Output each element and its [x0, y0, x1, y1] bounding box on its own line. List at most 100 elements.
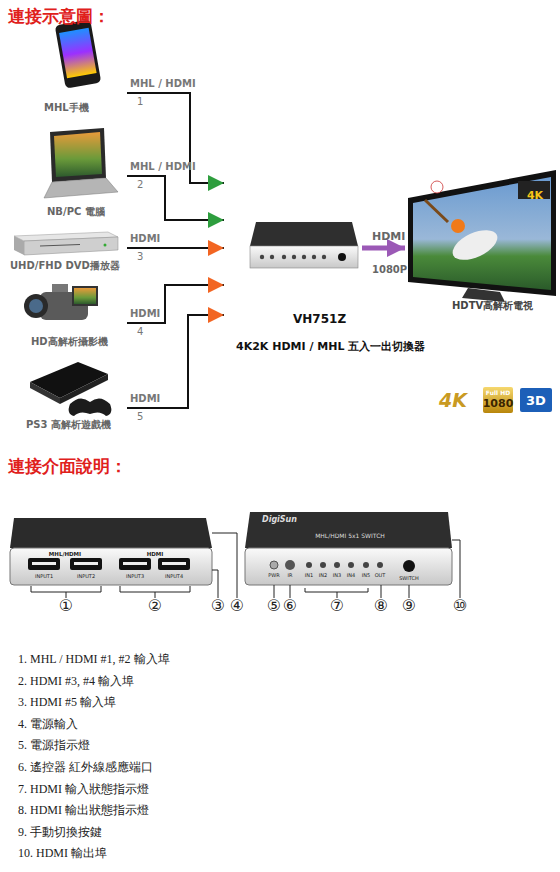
- list-item: 5. 電源指示燈: [18, 739, 90, 751]
- resolution-label: 1080P: [372, 265, 407, 275]
- switch-illustration: [322, 255, 326, 259]
- switch-front-view: [158, 558, 190, 570]
- model-text: MHL/HDMI 5x1 SWITCH: [315, 533, 385, 539]
- logo-badges: [520, 388, 552, 412]
- switch-front-view: [28, 558, 60, 570]
- callout-number: ②: [148, 598, 162, 614]
- switch-back-view: [285, 560, 295, 570]
- list-item: 10. HDMI 輸出埠: [18, 847, 107, 859]
- connector: [127, 285, 224, 323]
- switch-illustration: [302, 255, 306, 259]
- connector: [127, 247, 224, 249]
- switch-illustration: [338, 253, 346, 261]
- logo-text: 3D: [526, 394, 546, 407]
- callout-number: ⑦: [330, 598, 344, 614]
- laptop-illustration: [44, 178, 118, 198]
- switch-front-view: [10, 518, 212, 585]
- switch-back-view: [270, 561, 278, 569]
- indicator-label: IR: [288, 573, 293, 578]
- input-number: 1: [137, 97, 143, 107]
- node-label: 4K2K HDMI / MHL 五入一出切換器: [236, 341, 425, 352]
- tv-illustration: [425, 200, 448, 222]
- input-number: 2: [137, 180, 143, 190]
- leader-lines: [212, 570, 218, 598]
- list-item: 3. HDMI #5 輸入埠: [18, 696, 116, 708]
- display-device: HDTV高解析電視: [405, 166, 557, 314]
- connector-label: HDMI: [372, 231, 405, 242]
- switch-back-view: [348, 562, 354, 568]
- tv-illustration: [462, 288, 505, 302]
- game-console-illustration: [69, 398, 112, 416]
- input-number: 5: [137, 412, 143, 422]
- leader-lines: [31, 586, 101, 592]
- dvd-player-illustration: [40, 245, 80, 247]
- switch-back-view: [363, 562, 369, 568]
- leader-lines: [212, 533, 237, 598]
- switch-back-view: [306, 562, 312, 568]
- brand-text: DigiSun: [262, 516, 297, 524]
- indicator-label: IN1: [305, 573, 313, 578]
- logo-text: 1080: [483, 398, 514, 409]
- camcorder-illustration: [52, 284, 68, 292]
- callout-number: ⑨: [402, 598, 416, 614]
- switch-front-view: [74, 562, 98, 565]
- connector-label: MHL / HDMI: [130, 79, 196, 89]
- connector: [362, 246, 405, 251]
- callout-number: ④: [230, 598, 244, 614]
- source-device: PS3 高解析遊戲機: [20, 356, 127, 434]
- port-group-label: MHL/HDMI: [49, 552, 81, 558]
- indicator-label: IN3: [333, 573, 341, 578]
- connector-label: HDMI: [130, 309, 160, 319]
- list-item: 4. 電源輸入: [18, 718, 78, 730]
- leader-lines: [305, 588, 368, 592]
- switch-back-view: [245, 548, 452, 585]
- camcorder-illustration: [74, 288, 96, 304]
- switch-front-view: [123, 562, 147, 565]
- button-label: SWITCH: [399, 576, 419, 581]
- connector: [127, 315, 224, 408]
- leader-lines: [31, 533, 460, 598]
- connector-label: MHL / HDMI: [130, 162, 196, 172]
- leader-lines: [274, 585, 275, 598]
- switch-illustration: [250, 222, 358, 268]
- phone-illustration: [55, 19, 102, 88]
- switch-front-view: [10, 518, 212, 548]
- switch-illustration: [250, 246, 358, 268]
- switch-back-view: [320, 562, 326, 568]
- list-item: 1. MHL / HDMI #1, #2 輸入埠: [18, 653, 170, 665]
- port-label: INPUT4: [165, 574, 183, 579]
- input-number: 4: [137, 327, 143, 337]
- source-device: NB/PC 電腦: [20, 126, 127, 222]
- indicator-label: IN2: [319, 573, 327, 578]
- indicator-label: IN5: [362, 573, 370, 578]
- switch-illustration: [292, 255, 296, 259]
- source-device: UHD/FHD DVD播放器: [6, 228, 127, 274]
- logo-badges: [483, 387, 513, 413]
- tv-illustration: [451, 219, 465, 233]
- list-item: 6. 遙控器 紅外線感應端口: [18, 761, 153, 773]
- switch-illustration: [312, 255, 316, 259]
- node-label: UHD/FHD DVD播放器: [10, 261, 120, 271]
- switch-front-view: [10, 548, 212, 585]
- logo-badges: [483, 387, 552, 413]
- callout-number: ⑩: [453, 598, 467, 614]
- list-item: 8. HDMI 輸出狀態指示燈: [18, 804, 149, 816]
- port-label: INPUT3: [126, 574, 144, 579]
- phone-illustration: [55, 19, 102, 88]
- switch-back-view: [403, 560, 415, 572]
- callout-number: ③: [211, 598, 225, 614]
- laptop-illustration: [50, 128, 106, 182]
- tv-illustration: [408, 170, 556, 296]
- switch-front-view: [162, 562, 186, 565]
- switch-illustration: [260, 255, 264, 259]
- camcorder-illustration: [72, 286, 98, 306]
- dvd-player-illustration: [24, 237, 118, 255]
- switch-front-view: [32, 562, 56, 565]
- indicator-label: IN4: [347, 573, 355, 578]
- diagram-title: 連接示意圖：: [8, 8, 110, 25]
- logo-text: Full HD: [486, 390, 510, 396]
- dvd-player-illustration: [14, 236, 24, 255]
- leader-lines: [120, 586, 190, 592]
- laptop-illustration: [54, 132, 102, 177]
- callout-number: ①: [59, 598, 73, 614]
